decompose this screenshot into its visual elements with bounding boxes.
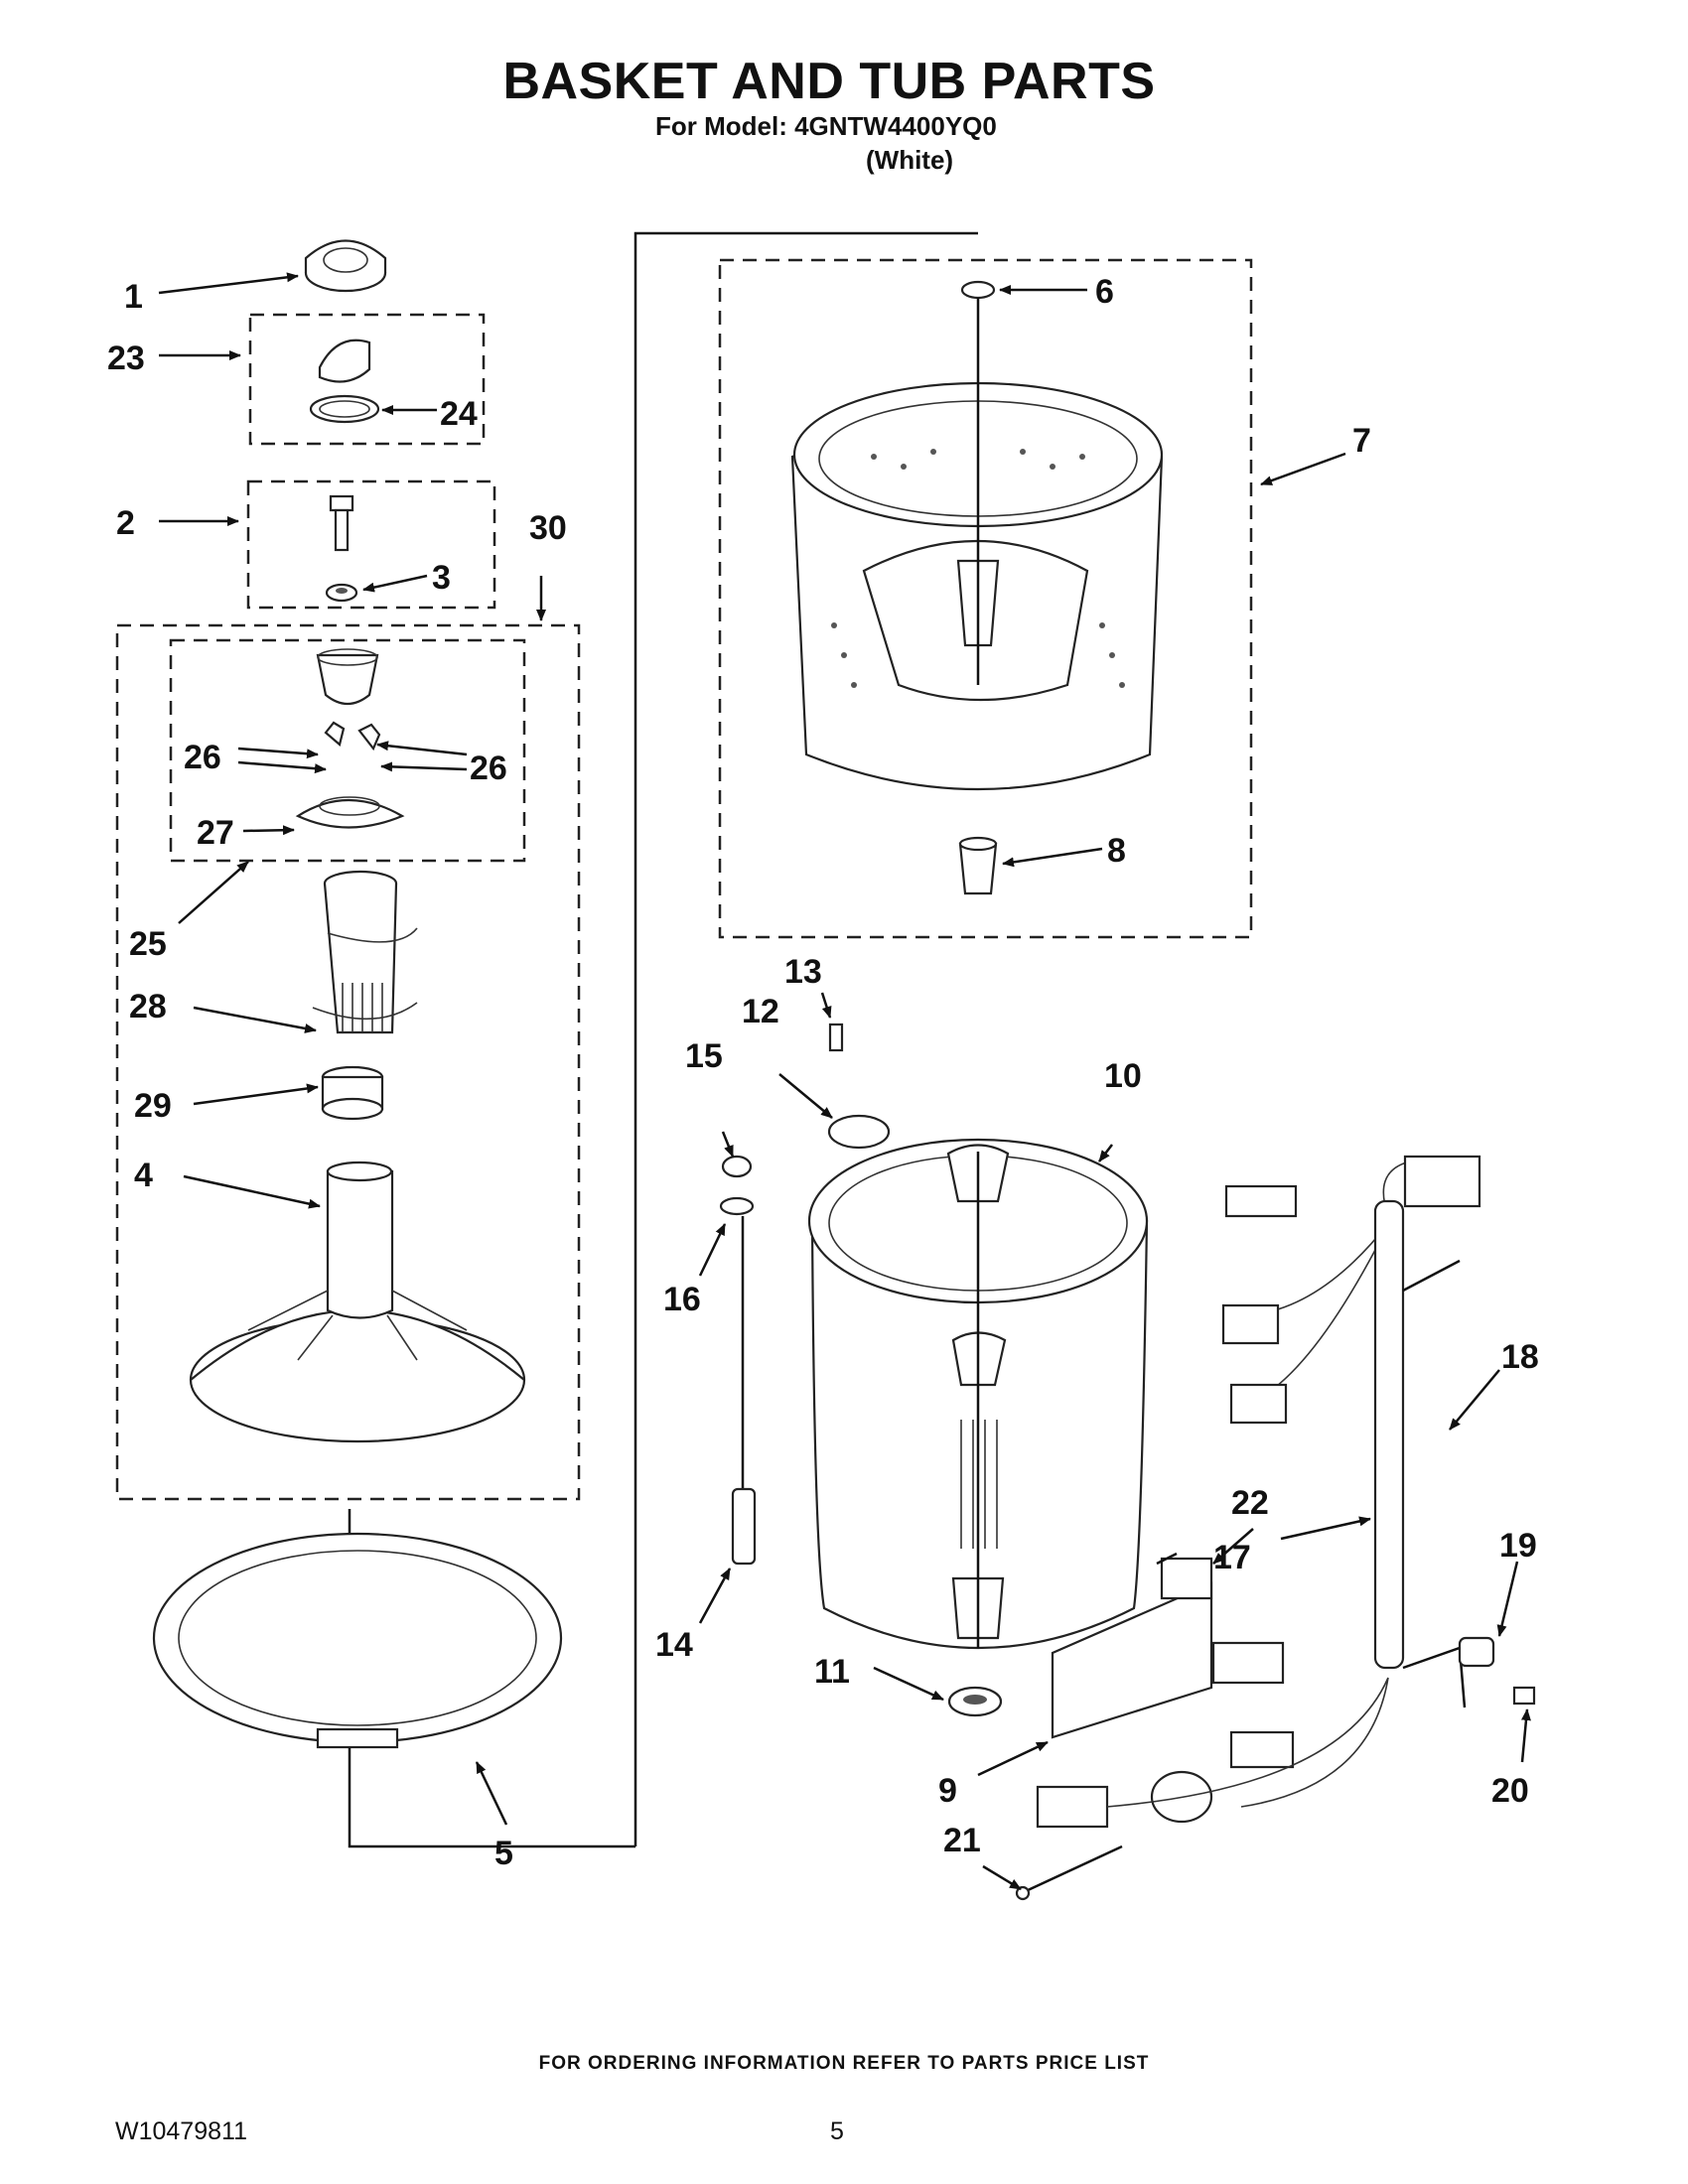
coupler-part bbox=[321, 1065, 384, 1121]
clip-screw-part bbox=[827, 1023, 891, 1150]
callout-24: 24 bbox=[440, 395, 478, 433]
callout-21: 21 bbox=[943, 1822, 981, 1859]
tub-ring-part bbox=[152, 1532, 563, 1749]
group-box-30 bbox=[115, 623, 581, 1501]
sensor-board-part bbox=[1051, 1552, 1213, 1739]
callout-25: 25 bbox=[129, 925, 167, 963]
color-line: (White) bbox=[866, 145, 954, 175]
dogs-cam-assembly-part bbox=[295, 648, 405, 829]
wiring-harness-part bbox=[1036, 1155, 1536, 1829]
cam-part bbox=[309, 339, 380, 424]
callout-11: 11 bbox=[814, 1653, 850, 1691]
basket-part bbox=[790, 280, 1164, 895]
callout-19: 19 bbox=[1499, 1527, 1537, 1565]
agitator-base-part bbox=[189, 1160, 526, 1443]
callout-23: 23 bbox=[107, 340, 145, 377]
outer-tub-part bbox=[807, 1138, 1149, 1649]
agitator-barrel-part bbox=[312, 870, 418, 1034]
document-number: W10479811 bbox=[115, 2117, 247, 2145]
page-number: 5 bbox=[830, 2117, 844, 2145]
callout-9: 9 bbox=[938, 1772, 957, 1810]
callout-20: 20 bbox=[1491, 1772, 1529, 1810]
callout-26-right: 26 bbox=[470, 750, 507, 787]
callout-18: 18 bbox=[1501, 1338, 1539, 1376]
callout-16: 16 bbox=[663, 1281, 701, 1318]
page-title: BASKET AND TUB PARTS bbox=[502, 53, 1156, 110]
ordering-note: FOR ORDERING INFORMATION REFER TO PARTS … bbox=[538, 2053, 1150, 2074]
callout-10: 10 bbox=[1104, 1057, 1142, 1095]
suspension-rod-part bbox=[719, 1155, 757, 1566]
callout-8: 8 bbox=[1107, 832, 1126, 870]
basket-perforation-dots bbox=[831, 449, 1125, 688]
wire-tie-part bbox=[1015, 1844, 1123, 1901]
callout-7: 7 bbox=[1352, 422, 1371, 460]
callout-2: 2 bbox=[116, 504, 135, 542]
callout-13: 13 bbox=[784, 953, 822, 991]
callout-17: 17 bbox=[1213, 1539, 1251, 1576]
callout-leader-lines bbox=[158, 272, 1531, 1891]
group-box-23 bbox=[248, 313, 486, 446]
callout-27: 27 bbox=[197, 814, 234, 852]
callout-30: 30 bbox=[529, 509, 567, 547]
callout-14: 14 bbox=[655, 1626, 693, 1664]
callout-4: 4 bbox=[134, 1157, 153, 1194]
callout-3: 3 bbox=[432, 559, 451, 597]
callout-26-left: 26 bbox=[184, 739, 221, 776]
callout-12: 12 bbox=[742, 993, 779, 1030]
callout-29: 29 bbox=[134, 1087, 172, 1125]
bolt-part bbox=[325, 494, 358, 603]
group-box-25 bbox=[169, 638, 526, 863]
callout-6: 6 bbox=[1095, 273, 1114, 311]
callout-28: 28 bbox=[129, 988, 167, 1025]
callout-15: 15 bbox=[685, 1037, 723, 1075]
tub-seal-part bbox=[947, 1686, 1003, 1717]
model-line: For Model: 4GNTW4400YQ0 bbox=[655, 111, 997, 141]
agitator-cap-part bbox=[304, 239, 387, 293]
group-box-7 bbox=[718, 258, 1253, 939]
callout-5: 5 bbox=[494, 1835, 513, 1872]
callout-22: 22 bbox=[1231, 1484, 1269, 1522]
group-box-2 bbox=[246, 479, 496, 610]
callout-1: 1 bbox=[124, 278, 143, 316]
